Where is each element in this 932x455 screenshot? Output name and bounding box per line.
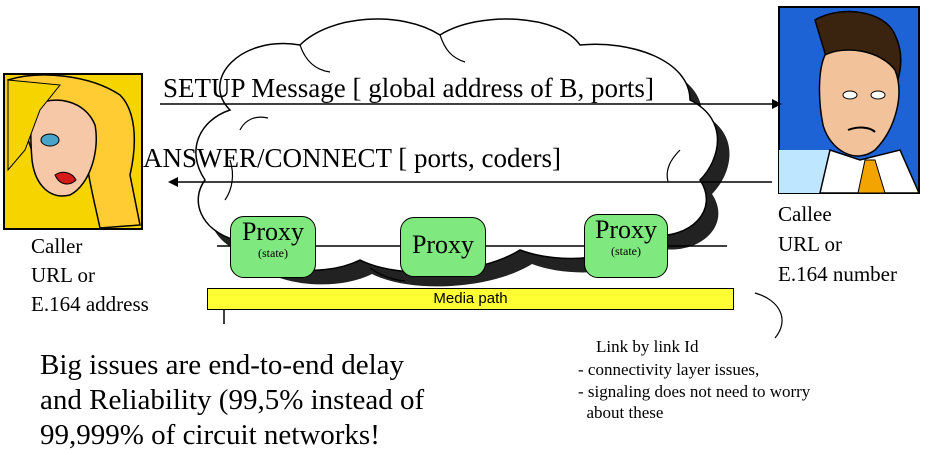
- note-item: - connectivity layer issues,: [578, 360, 760, 380]
- callee-line: URL or: [778, 232, 842, 256]
- cloud-bump: [439, 34, 466, 63]
- note-item: about these: [578, 402, 664, 422]
- issues-line: Big issues are end-to-end delay: [40, 349, 405, 381]
- caller-line: E.164 address: [31, 292, 149, 316]
- proxy-node-middle: Proxy: [400, 217, 486, 277]
- issues-statement: Big issues are end-to-end delay and Reli…: [40, 348, 424, 452]
- cloud-bump: [666, 149, 681, 183]
- link-note: Link by link Id - connectivity layer iss…: [578, 336, 810, 423]
- setup-message-label: SETUP Message [ global address of B, por…: [163, 73, 654, 103]
- cloud-bump: [239, 116, 269, 131]
- answer-arrowhead: [168, 177, 178, 187]
- caller-line: Caller: [31, 234, 83, 258]
- callee-line: E.164 number: [778, 262, 897, 286]
- proxy-node-right: Proxy (state): [584, 214, 668, 278]
- caller-label: Caller URL or E.164 address: [31, 232, 149, 319]
- note-title: Link by link Id: [596, 337, 699, 356]
- note-callout-arc: [754, 292, 783, 339]
- cloud-bump: [299, 44, 331, 73]
- proxy-label: Proxy: [241, 217, 305, 246]
- proxy-node-left: Proxy (state): [230, 216, 316, 278]
- note-item: - signaling does not need to worry: [578, 381, 811, 401]
- callee-line: Callee: [778, 202, 832, 226]
- setup-arrowhead: [772, 99, 782, 109]
- cloud-bump: [369, 267, 406, 282]
- answer-message-label: ANSWER/CONNECT [ ports, coders]: [143, 143, 561, 173]
- proxy-label: Proxy: [411, 230, 475, 259]
- callee-portrait: [778, 6, 921, 194]
- proxy-state: (state): [258, 245, 288, 260]
- caller-line: URL or: [31, 263, 95, 287]
- proxy-label: Proxy: [594, 215, 658, 244]
- proxy-state: (state): [611, 243, 641, 258]
- issues-line: 99,999% of circuit networks!: [40, 418, 380, 451]
- caller-portrait: [3, 73, 143, 230]
- media-path-bar: Media path: [207, 288, 734, 310]
- callee-label: Callee URL or E.164 number: [778, 199, 897, 289]
- issues-line: and Reliability (99,5% instead of: [40, 383, 425, 416]
